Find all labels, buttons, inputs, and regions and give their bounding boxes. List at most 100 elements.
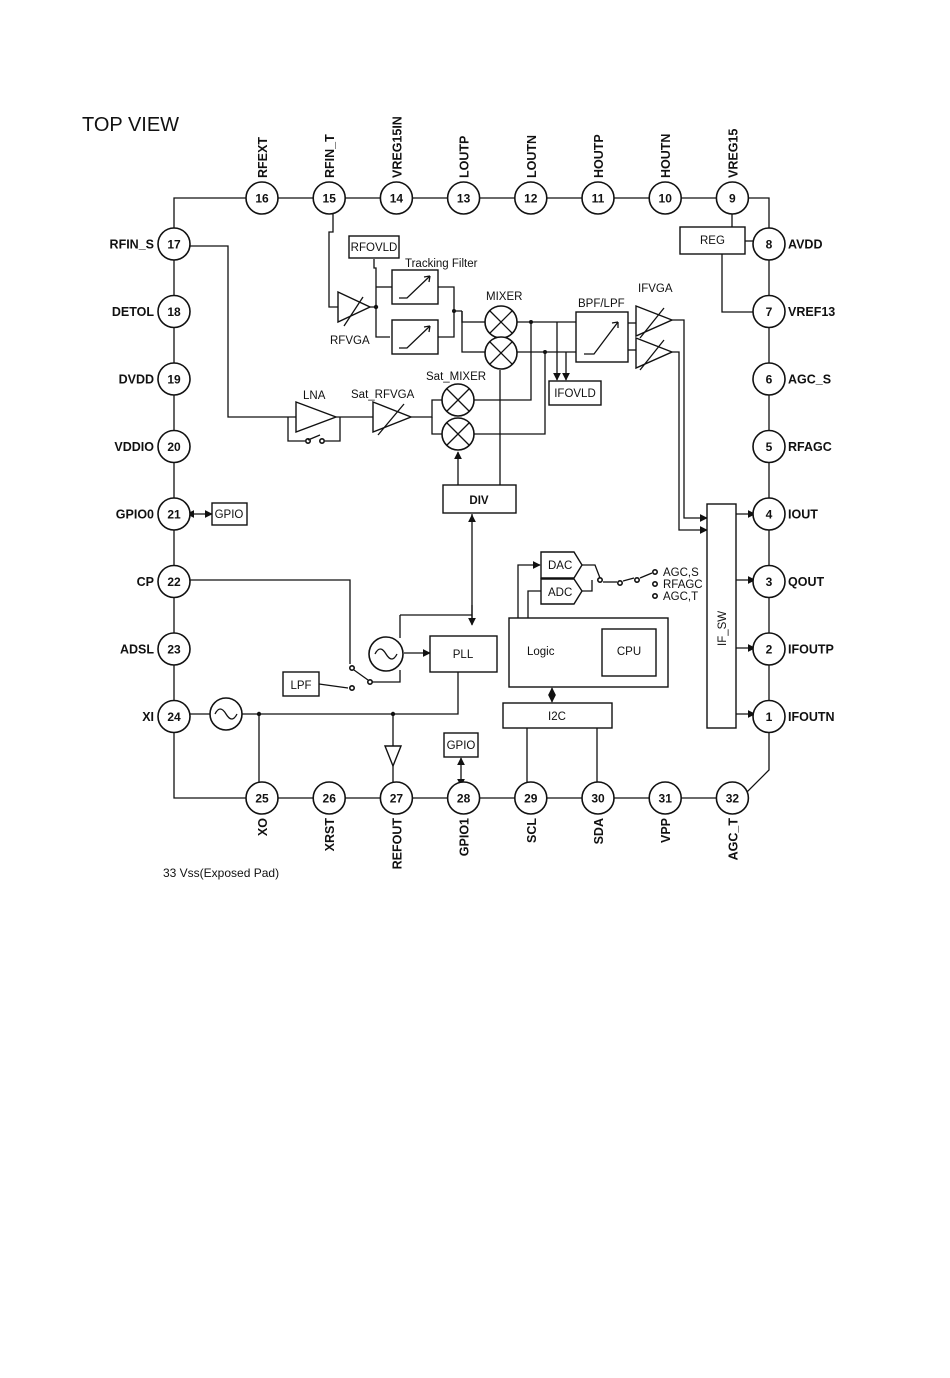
- mixer-1: [484, 305, 518, 339]
- pin-number: 30: [591, 792, 605, 806]
- pin-number: 24: [167, 710, 181, 724]
- pin-label: DVDD: [119, 373, 154, 387]
- svg-text:RFVGA: RFVGA: [330, 335, 370, 347]
- pin-number: 15: [323, 192, 337, 206]
- pin-label: IFOUTP: [788, 643, 834, 657]
- sat-mixer-1: [441, 383, 475, 417]
- pin-number: 18: [167, 305, 181, 319]
- sat-mixer-label: Sat_MIXER: [426, 371, 486, 383]
- pin-label: LOUTN: [525, 135, 539, 178]
- pin-label: RFEXT: [256, 137, 270, 178]
- pin-label: VDDIO: [114, 440, 154, 454]
- pin-label: DETOL: [112, 305, 154, 319]
- rfvga-amp: RFVGA: [330, 290, 372, 347]
- pin-number: 5: [766, 440, 773, 454]
- agc-s-option: AGC,S: [663, 567, 699, 579]
- pin-number: 31: [659, 792, 673, 806]
- pin-label: RFIN_S: [110, 238, 154, 252]
- exposed-pad-note: 33 Vss(Exposed Pad): [163, 866, 279, 880]
- svg-text:Logic: Logic: [527, 646, 555, 658]
- svg-text:ADC: ADC: [548, 587, 572, 599]
- svg-text:IF_SW: IF_SW: [717, 611, 729, 646]
- pin-label: RFIN_T: [323, 134, 337, 178]
- ifvga-label: IFVGA: [638, 283, 673, 295]
- pin-number: 23: [167, 643, 181, 657]
- pin-15: 15 RFIN_T: [312, 134, 347, 215]
- pin-label: RFAGC: [788, 440, 832, 454]
- svg-text:IFOVLD: IFOVLD: [554, 388, 596, 400]
- svg-text:GPIO: GPIO: [215, 509, 244, 521]
- svg-text:PLL: PLL: [453, 649, 474, 661]
- pin-number: 11: [592, 192, 605, 206]
- pin-label: AGC_T: [726, 818, 740, 861]
- pin-number: 6: [766, 373, 773, 387]
- svg-text:LPF: LPF: [290, 680, 311, 692]
- lna-amp: [295, 400, 338, 434]
- bpf-lpf-label: BPF/LPF: [578, 298, 625, 310]
- pin-18: 18 DETOL: [112, 294, 191, 329]
- pin-16: 16 RFEXT: [245, 137, 279, 215]
- pin-number: 21: [167, 508, 181, 522]
- pin-17: 17 RFIN_S: [110, 227, 191, 261]
- svg-text:DIV: DIV: [469, 495, 489, 507]
- agc-t-option: AGC,T: [663, 591, 698, 603]
- pin-number: 16: [255, 192, 269, 206]
- refout-buffer: [383, 745, 403, 768]
- pin-number: 26: [323, 792, 337, 806]
- internal-wiring: [186, 213, 756, 787]
- pin-8: 8 AVDD: [752, 227, 823, 261]
- pin-number: 8: [766, 238, 773, 252]
- diagram-title: TOP VIEW: [82, 114, 179, 136]
- svg-text:DAC: DAC: [548, 560, 572, 572]
- svg-text:RFOVLD: RFOVLD: [351, 242, 398, 254]
- pin-label: XRST: [323, 818, 337, 852]
- pin-number: 7: [766, 305, 773, 319]
- svg-text:I2C: I2C: [548, 711, 566, 723]
- pin-label: IOUT: [788, 508, 818, 522]
- ifvga-amps: [635, 304, 674, 371]
- pin-label: XI: [142, 710, 154, 724]
- pin-label: XO: [256, 818, 270, 836]
- pin-label: IFOUTN: [788, 710, 835, 724]
- gpio-block-left: GPIO: [211, 502, 248, 526]
- svg-text:CPU: CPU: [617, 646, 641, 658]
- sat-mixer-2: [441, 417, 475, 451]
- pin-label: SDA: [592, 818, 606, 844]
- rfagc-option: RFAGC: [663, 579, 703, 591]
- pin-label: AVDD: [788, 238, 823, 252]
- vco-symbol: [368, 636, 404, 672]
- xtal-osc-symbol: [209, 697, 243, 731]
- pin-3: 3 QOUT: [752, 564, 824, 599]
- pin-label: QOUT: [788, 575, 824, 589]
- lpf-block: LPF: [282, 671, 320, 697]
- pin-number: 28: [457, 792, 471, 806]
- svg-text:REG: REG: [700, 235, 725, 247]
- pin-label: ADSL: [120, 643, 154, 657]
- pin-label: VPP: [659, 818, 673, 843]
- pin-number: 27: [390, 792, 404, 806]
- pin-number: 22: [167, 575, 181, 589]
- pin-number: 32: [726, 792, 740, 806]
- pin-number: 17: [167, 238, 181, 252]
- pin-24: 24 XI: [142, 699, 191, 734]
- pin-number: 12: [524, 192, 538, 206]
- pin-number: 10: [659, 192, 673, 206]
- i2c-block: I2C: [502, 702, 613, 729]
- pin-number: 3: [766, 575, 773, 589]
- reg-block: REG: [679, 226, 746, 255]
